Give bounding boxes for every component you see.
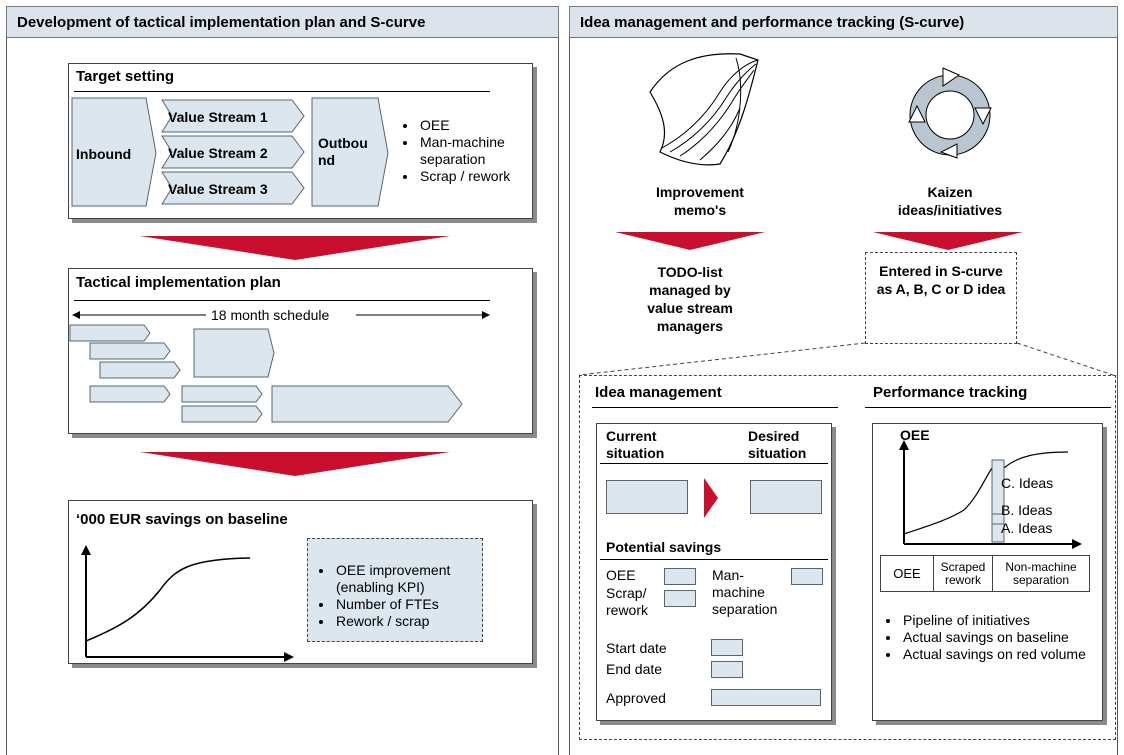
- target-bullet: Scrap / rework: [418, 168, 552, 185]
- current-situation-field[interactable]: [606, 480, 688, 514]
- savings-kpi-box: [307, 538, 483, 642]
- b-ideas-label: B. Ideas: [1001, 502, 1053, 518]
- value-stream-shapes: [161, 99, 305, 205]
- oee-axis-label: OEE: [900, 427, 930, 443]
- performance-bullets: Pipeline of initiatives Actual savings o…: [883, 612, 1107, 663]
- red-down-arrow: [140, 236, 450, 260]
- start-date-field[interactable]: [711, 639, 743, 656]
- potential-savings-label: Potential savings: [606, 539, 722, 555]
- desired-situation-label: Desired situation: [748, 428, 807, 461]
- savings-bullet: Rework / scrap: [334, 613, 498, 630]
- approved-field[interactable]: [711, 689, 821, 706]
- red-down-arrow: [615, 232, 765, 250]
- scrap-rework-field[interactable]: [664, 590, 696, 607]
- left-panel-header: Development of tactical implementation p…: [6, 6, 559, 38]
- approved-label: Approved: [606, 690, 666, 706]
- desired-situation-field[interactable]: [750, 480, 822, 514]
- savings-bullet: Number of FTEs: [334, 596, 498, 613]
- target-setting-title: Target setting: [76, 68, 175, 85]
- idea-management-title: Idea management: [595, 384, 722, 401]
- kaizen-label: Kaizen ideas/initiatives: [897, 184, 1003, 218]
- target-setting-rule: [74, 91, 490, 92]
- a-ideas-label: A. Ideas: [1001, 520, 1053, 536]
- memo-label: Improvement memo's: [656, 184, 744, 218]
- schedule-arrow: [72, 311, 490, 319]
- target-bullets: OEE Man-machine separation Scrap / rewor…: [400, 117, 552, 185]
- s-curve-plot: [81, 545, 294, 662]
- target-bullet: OEE: [418, 117, 552, 134]
- performance-bullet: Pipeline of initiatives: [901, 612, 1107, 629]
- oee-field[interactable]: [664, 568, 696, 585]
- performance-bullet: Actual savings on red volume: [901, 646, 1107, 663]
- c-ideas-label: C. Ideas: [1001, 475, 1054, 491]
- value-stream-1-label: Value Stream 1: [168, 109, 268, 125]
- tactical-plan-title: Tactical implementation plan: [76, 274, 281, 291]
- scraped-rework-cell: Scraped rework: [933, 555, 993, 592]
- man-machine-field[interactable]: [791, 568, 823, 585]
- current-situation-label: Current situation: [606, 428, 665, 461]
- zoom-lines: [578, 342, 1114, 376]
- oee-label: OEE: [606, 567, 636, 583]
- inbound-arrow-shape: [71, 97, 157, 207]
- performance-tracking-rule: [865, 407, 1111, 408]
- right-panel-header: Idea management and performance tracking…: [569, 6, 1118, 38]
- value-stream-3-label: Value Stream 3: [168, 181, 268, 197]
- red-down-arrow: [873, 232, 1023, 250]
- man-machine-label: Man-machine separation: [712, 567, 778, 617]
- scrap-rework-label: Scrap/ rework: [606, 585, 649, 618]
- savings-title: ‘000 EUR savings on baseline: [76, 511, 288, 528]
- inbound-label: Inbound: [76, 146, 132, 162]
- outbound-label: Outbou nd: [318, 135, 368, 168]
- transition-arrow: [704, 478, 718, 518]
- entered-s-curve-text: Entered in S-curve as A, B, C or D idea: [876, 263, 1006, 297]
- outbound-shape: [311, 97, 389, 207]
- todo-list-text: TODO-list managed by value stream manage…: [647, 264, 733, 334]
- ideas-s-curve-plot: [899, 440, 1082, 549]
- savings-bullet: OEE improvement (enabling KPI): [334, 562, 498, 596]
- non-machine-separation-cell: Non-machine separation: [992, 555, 1090, 592]
- right-panel: [569, 38, 1118, 755]
- target-bullet: Man-machine separation: [418, 134, 552, 168]
- savings-bullets: OEE improvement (enabling KPI) Number of…: [316, 562, 498, 630]
- red-down-arrow: [140, 452, 450, 476]
- detail-frame: [579, 375, 1116, 740]
- idea-form-rule: [600, 463, 828, 464]
- end-date-field[interactable]: [711, 661, 743, 678]
- performance-tracking-title: Performance tracking: [873, 384, 1028, 401]
- potential-savings-rule: [600, 559, 828, 560]
- cycle-arrows-icon: [908, 67, 992, 159]
- idea-management-rule: [592, 407, 838, 408]
- gantt-bars: [69, 324, 463, 423]
- value-stream-2-label: Value Stream 2: [168, 145, 268, 161]
- end-date-label: End date: [606, 661, 663, 677]
- paper-curl-icon: [649, 53, 759, 166]
- entered-s-curve-box: [865, 252, 1017, 344]
- schedule-label: 18 month schedule: [211, 307, 330, 323]
- left-panel: [6, 38, 559, 755]
- oee-column-cell: OEE: [880, 555, 934, 592]
- tactical-plan-rule: [74, 300, 490, 301]
- start-date-label: Start date: [606, 640, 667, 656]
- performance-bullet: Actual savings on baseline: [901, 629, 1107, 646]
